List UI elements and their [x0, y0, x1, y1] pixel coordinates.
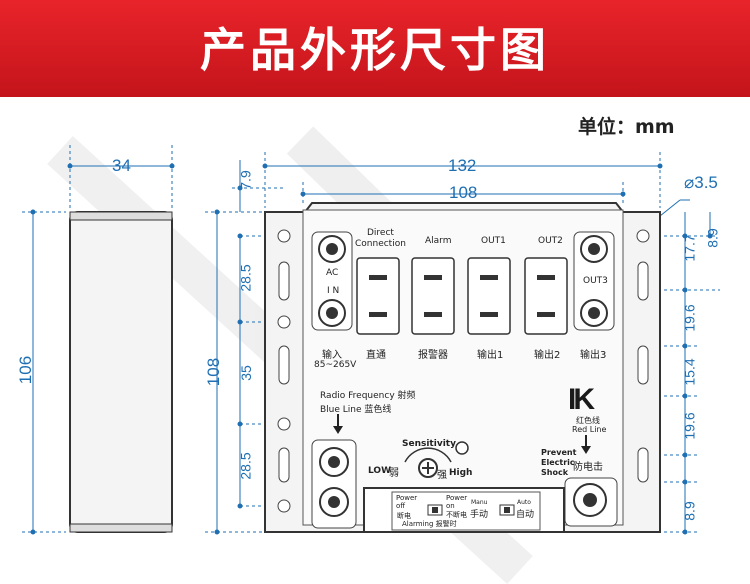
out1-cn-label: 输出1 [477, 350, 504, 361]
dim-inner-width-label: 108 [449, 183, 478, 202]
sensitivity-label: Sensitivity [402, 439, 456, 449]
ik-logo: IK [568, 383, 595, 416]
out1-label: OUT1 [481, 236, 506, 246]
dim-hole-diameter-label: ⌀3.5 [684, 173, 718, 192]
out3-cn-label: 输出3 [580, 350, 607, 361]
power-off-label: Power off [396, 494, 418, 510]
dim-side-width-label: 34 [112, 156, 131, 175]
alarm-label: Alarm [425, 236, 452, 246]
red-line-cn-label: 红色线 [576, 416, 600, 425]
blue-line-label: Blue Line 蓝色线 [320, 405, 392, 415]
power-on-cn-label: 不断电 [446, 511, 467, 519]
out2-cn-label: 输出2 [534, 350, 561, 361]
dim-right-seg4-label: 19.6 [681, 412, 698, 440]
radio-frequency-label: Radio Frequency 射频 [320, 391, 416, 401]
unit-label: 单位：mm [578, 116, 675, 138]
high-cn-label: 强 [437, 470, 447, 481]
direct-cn-label: 直通 [366, 350, 386, 361]
dim-total-width-label: 132 [448, 156, 477, 175]
low-cn-label: 弱 [389, 468, 399, 479]
auto-cn-label: 自动 [516, 510, 535, 520]
dim-right-seg5-label: 8.9 [681, 501, 698, 521]
dim-side-height-label: 106 [16, 355, 36, 385]
manual-label: Manu [471, 499, 488, 506]
title-banner: 产品外形尺寸图 [0, 0, 750, 97]
dim-right-seg1-label: 17.7 [681, 234, 698, 262]
red-line-label: Red Line [572, 425, 607, 434]
out2-label: OUT2 [538, 236, 563, 246]
prevent-shock-label: Prevent Electric Shock [541, 448, 577, 477]
dim-left [205, 160, 285, 535]
dim-right [649, 199, 720, 535]
side-view [69, 211, 173, 533]
in-label: I N [327, 286, 340, 296]
dim-left-seg1-label: 28.5 [237, 264, 254, 292]
low-label: LOW [368, 466, 391, 476]
front-panel [264, 202, 661, 533]
dim-right-seg2-label: 19.6 [681, 304, 698, 332]
prevent-shock-cn-label: 防电击 [573, 462, 603, 473]
dim-left-seg2-label: 35 [237, 365, 254, 381]
auto-label: Auto [517, 499, 531, 506]
dim-top [262, 152, 663, 208]
alarm-cn-label: 报警器 [418, 350, 448, 361]
high-label: High [449, 468, 473, 478]
page-title: 产品外形尺寸图 [200, 23, 550, 77]
input-voltage-label: 85~265V [314, 360, 357, 370]
dim-right-seg3-label: 15.4 [681, 358, 698, 386]
alarming-label: Alarming 报警时 [402, 520, 457, 528]
dim-right-seg1b-label: 8.9 [704, 228, 721, 248]
power-off-cn-label: 断电 [397, 512, 411, 520]
dim-side-width [67, 145, 175, 208]
manual-cn-label: 手动 [470, 510, 489, 520]
out3-label: OUT3 [583, 276, 608, 286]
input-cn-label: 输入 [322, 350, 342, 361]
power-on-label: Power on [446, 494, 468, 510]
dim-side-height [22, 209, 66, 535]
dim-top-offset-label: 7.9 [237, 170, 254, 190]
direct-connection-label: Direct Connection [355, 228, 406, 249]
ac-label: AC [326, 268, 339, 278]
dim-total-height-label: 108 [204, 357, 224, 387]
dim-left-seg3-label: 28.5 [237, 452, 254, 480]
